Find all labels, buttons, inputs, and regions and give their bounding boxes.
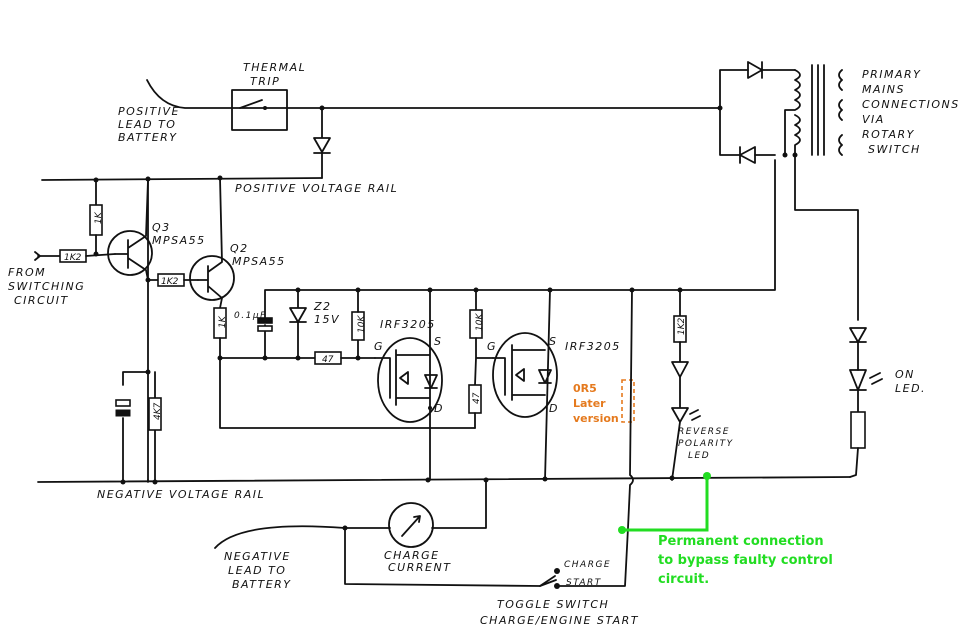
- negative-voltage-rail: [37, 476, 851, 483]
- positive-lead-wire: [146, 79, 721, 109]
- mosfet-irf3205-1: [374, 289, 443, 481]
- pin-g-1: G: [374, 340, 384, 353]
- label-from-switching-3: CIRCUIT: [14, 294, 69, 307]
- transistor-q2: [189, 177, 235, 309]
- capacitor-0-1uf: [257, 317, 273, 324]
- led-on: [849, 369, 883, 413]
- annotation-version: version: [573, 412, 619, 425]
- value-r-1k-q3: 1K: [94, 211, 104, 224]
- annotation-later: Later: [573, 397, 606, 410]
- diode-reverse: [671, 341, 689, 378]
- label-reverse-led-3: LED: [688, 451, 710, 461]
- label-primary-1: PRIMARY: [862, 68, 921, 81]
- label-primary-2: MAINS: [862, 83, 905, 96]
- annotation-bypass-1: Permanent connection: [658, 534, 824, 549]
- bypass-wire: [622, 476, 709, 532]
- later-version-resistor: [621, 379, 635, 423]
- label-toggle-charge: CHARGE: [564, 560, 611, 570]
- label-from-switching-2: SWITCHING: [8, 280, 85, 293]
- label-mosfet-1: IRF3205: [380, 318, 436, 331]
- label-from-switching-1: FROM: [8, 266, 46, 279]
- label-q2-part: MPSA55: [232, 255, 286, 268]
- label-thermal-trip-1: THERMAL: [243, 61, 306, 74]
- pin-d-1: D: [434, 402, 444, 415]
- led-reverse-polarity: [671, 376, 701, 481]
- resistor-4k7: [148, 397, 162, 431]
- transformer: [784, 64, 843, 156]
- label-negative-rail: NEGATIVE VOLTAGE RAIL: [97, 488, 265, 501]
- thermal-trip: [231, 89, 288, 131]
- annotation-bypass-2: to bypass faulty control: [658, 553, 833, 568]
- label-reverse-led-1: REVERSE: [678, 427, 730, 437]
- annotation-0r5: 0R5: [573, 382, 597, 395]
- zener-z2: [289, 289, 307, 359]
- label-negative-lead-1: NEGATIVE: [224, 550, 291, 563]
- pin-g-2: G: [487, 340, 497, 353]
- value-r-1k-q2: 1K: [218, 315, 228, 328]
- capacitor-electrolytic: [115, 399, 131, 407]
- pin-s-1: S: [434, 335, 442, 348]
- positive-voltage-rail: [41, 177, 323, 181]
- pin-d-2: D: [549, 402, 559, 415]
- mosfet-irf3205-2: [492, 289, 558, 481]
- transistor-q3: [107, 179, 153, 281]
- label-negative-lead-3: BATTERY: [232, 578, 292, 591]
- label-toggle-start: START: [566, 578, 602, 588]
- bridge-diode-top: [747, 61, 763, 79]
- value-r-10k-1: 10K: [357, 315, 367, 333]
- label-positive-lead-1: POSITIVE: [118, 105, 180, 118]
- diode-on: [849, 327, 867, 371]
- label-charge-current-1: CHARGE: [384, 549, 440, 562]
- label-toggle-1: TOGGLE SWITCH: [497, 598, 609, 611]
- label-q3-part: MPSA55: [152, 234, 206, 247]
- label-primary-6: SWITCH: [868, 143, 921, 156]
- label-negative-lead-2: LEAD TO: [228, 564, 286, 577]
- diode-positive: [313, 107, 331, 179]
- value-r-10k-2: 10K: [475, 313, 485, 331]
- label-on-led-2: LED.: [895, 382, 926, 395]
- label-thermal-trip-2: TRIP: [250, 75, 280, 88]
- annotation-bypass-3: circuit.: [658, 572, 709, 587]
- label-cap: 0.1μF: [234, 311, 267, 321]
- label-q3: Q3: [152, 221, 171, 234]
- label-positive-lead-3: BATTERY: [118, 131, 178, 144]
- pin-s-2: S: [549, 335, 557, 348]
- toggle-switch: [539, 568, 560, 589]
- label-positive-lead-2: LEAD TO: [118, 118, 176, 131]
- label-mosfet-2: IRF3205: [565, 340, 621, 353]
- label-charge-current-2: CURRENT: [388, 561, 451, 574]
- resistor-on-led: [850, 411, 866, 449]
- label-reverse-led-2: POLARITY: [678, 439, 734, 449]
- value-r-1k2-q2: 1K2: [161, 277, 179, 287]
- label-primary-5: ROTARY: [862, 128, 915, 141]
- label-q2: Q2: [230, 242, 249, 255]
- bridge-diode-bottom: [739, 146, 756, 164]
- value-r-1k2-input: 1K2: [64, 253, 82, 263]
- value-r-4k7: 4K7: [153, 402, 163, 420]
- label-zener-1: Z2: [313, 300, 332, 313]
- value-r-47-2: 47: [472, 392, 482, 404]
- label-on-led-1: ON: [895, 368, 915, 381]
- label-primary-4: VIA: [862, 113, 885, 126]
- value-r-47-1: 47: [322, 355, 334, 365]
- charge-current-meter: [388, 502, 434, 548]
- label-zener-2: 15V: [314, 313, 340, 326]
- label-positive-rail: POSITIVE VOLTAGE RAIL: [235, 182, 398, 195]
- value-r-1k2-led: 1K2: [677, 317, 687, 335]
- label-toggle-2: CHARGE/ENGINE START: [480, 614, 639, 627]
- label-primary-3: CONNECTIONS: [862, 98, 960, 111]
